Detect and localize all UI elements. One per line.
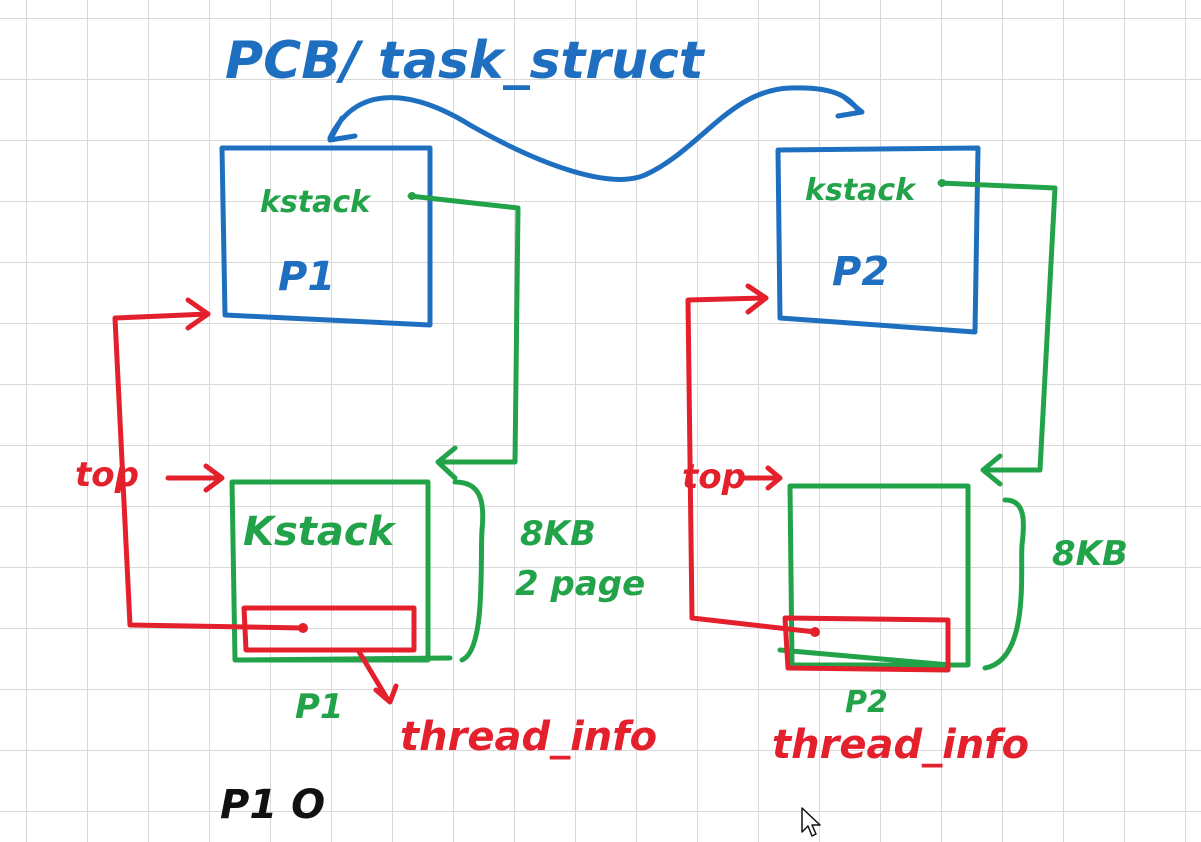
p1-kstack-pointer-arrowhead [435, 445, 458, 481]
pcb-link-arrowhead-right [835, 95, 865, 119]
p1-thread-info-label: thread_info [400, 714, 657, 760]
pcb-link-curve [327, 85, 863, 182]
p2-pcb-name: P2 [832, 249, 889, 295]
p2-kstack-pointer-arrowhead [980, 453, 1003, 487]
p2-top-label: top [682, 457, 746, 497]
mouse-pointer-icon [801, 807, 821, 837]
p2-kstack-pointer [937, 180, 1058, 473]
pcb-link-arrowhead-left [327, 115, 358, 143]
p2-kstack-box [777, 483, 971, 668]
p1-pcb-box [219, 145, 433, 328]
p1-thread-owner-label: P1 [295, 687, 344, 727]
p2-thread-owner-label: P2 [845, 685, 888, 720]
p1-pcb-name: P1 [278, 254, 335, 300]
p1-thread-info-box [241, 605, 417, 653]
p1-top-arrow [165, 463, 225, 493]
p2-top-arrow [739, 465, 783, 491]
p2-thread-info-box [782, 615, 951, 673]
p2-task-pointer-line [685, 295, 818, 635]
footer-note: P1 O [220, 782, 325, 828]
p1-task-pointer-arrowhead [185, 297, 211, 331]
p1-kstack-box [229, 479, 453, 663]
p2-kstack-pointer-dot [938, 179, 946, 187]
p2-thread-info-label: thread_info [772, 722, 1029, 768]
p1-size-label: 8KB [520, 514, 596, 554]
p1-task-pointer-line [112, 311, 306, 631]
p1-thread-info-arrow [355, 647, 399, 705]
p2-pcb-kstack-label: kstack [805, 173, 917, 208]
diagram-title: PCB/ task_struct [225, 31, 706, 91]
p1-pages-label: 2 page [515, 564, 645, 604]
p2-size-label: 8KB [1052, 534, 1128, 574]
p2-size-brace [982, 497, 1026, 671]
p1-kstack-pointer-dot [408, 192, 416, 200]
p1-pcb-kstack-label: kstack [260, 185, 372, 220]
p1-size-brace [452, 479, 486, 663]
p1-kstack-pointer [407, 193, 521, 465]
p2-pcb-box [775, 145, 981, 335]
p1-kstack-label: Kstack [243, 509, 397, 555]
p2-task-pointer-arrowhead [745, 283, 769, 315]
p1-top-label: top [75, 455, 139, 495]
